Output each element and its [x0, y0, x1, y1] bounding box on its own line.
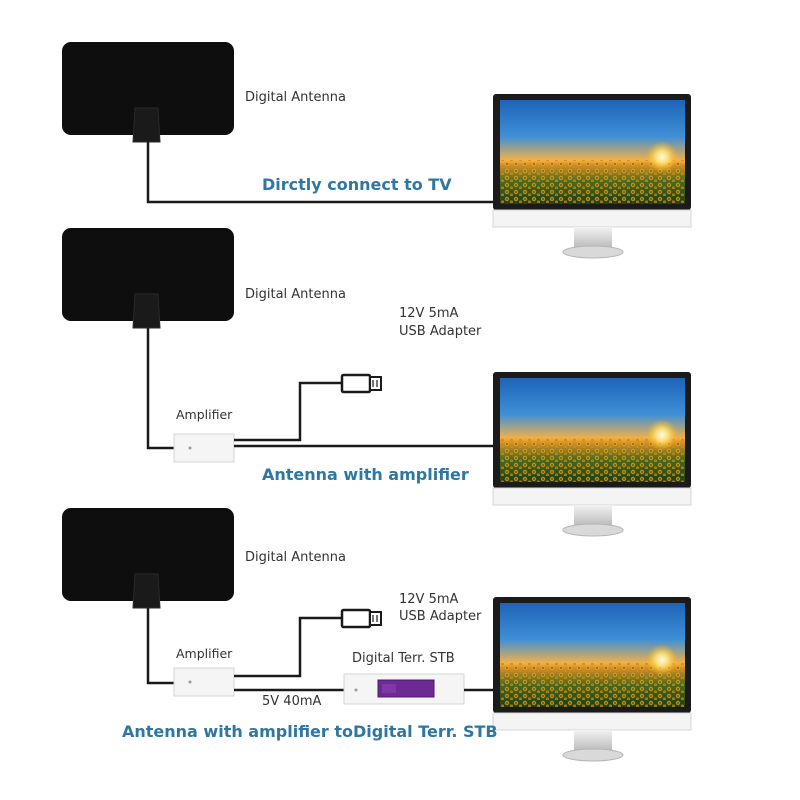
usb-plug-3 — [340, 608, 382, 629]
amplifier-2 — [173, 433, 235, 463]
caption-direct: Dirctly connect to TV — [262, 175, 452, 194]
amplifier-label-2: Amplifier — [176, 407, 233, 422]
set-top-box — [343, 673, 465, 705]
tv-2 — [492, 372, 692, 537]
adapter-label-3-line1: 12V 5mA — [399, 592, 459, 607]
antenna-2 — [62, 228, 234, 329]
caption-amplifier: Antenna with amplifier — [262, 465, 469, 484]
antenna-1 — [62, 42, 234, 143]
antenna-label-2: Digital Antenna — [245, 287, 346, 302]
tv-3 — [492, 597, 692, 762]
antenna-3 — [62, 508, 234, 609]
cable-1 — [146, 142, 500, 204]
adapter-label-2-line1: 12V 5mA — [399, 306, 459, 321]
panel-amplifier — [62, 228, 692, 537]
stb-label: Digital Terr. STB — [352, 651, 455, 666]
cable-2a — [146, 328, 174, 450]
panel-stb — [62, 508, 692, 762]
usb-cable-3 — [234, 616, 344, 678]
usb-cable-2 — [234, 381, 344, 442]
power-label: 5V 40mA — [262, 694, 322, 709]
cable-3a — [146, 608, 174, 685]
adapter-label-3-line2: USB Adapter — [399, 609, 482, 624]
antenna-label-1: Digital Antenna — [245, 90, 346, 105]
tv-1 — [492, 94, 692, 259]
adapter-label-2-line2: USB Adapter — [399, 324, 482, 339]
panel-direct — [62, 42, 692, 259]
caption-stb: Antenna with amplifier toDigital Terr. S… — [122, 722, 498, 741]
usb-plug-2 — [340, 373, 382, 394]
amplifier-label-3: Amplifier — [176, 646, 233, 661]
antenna-label-3: Digital Antenna — [245, 550, 346, 565]
amplifier-3 — [173, 667, 235, 697]
